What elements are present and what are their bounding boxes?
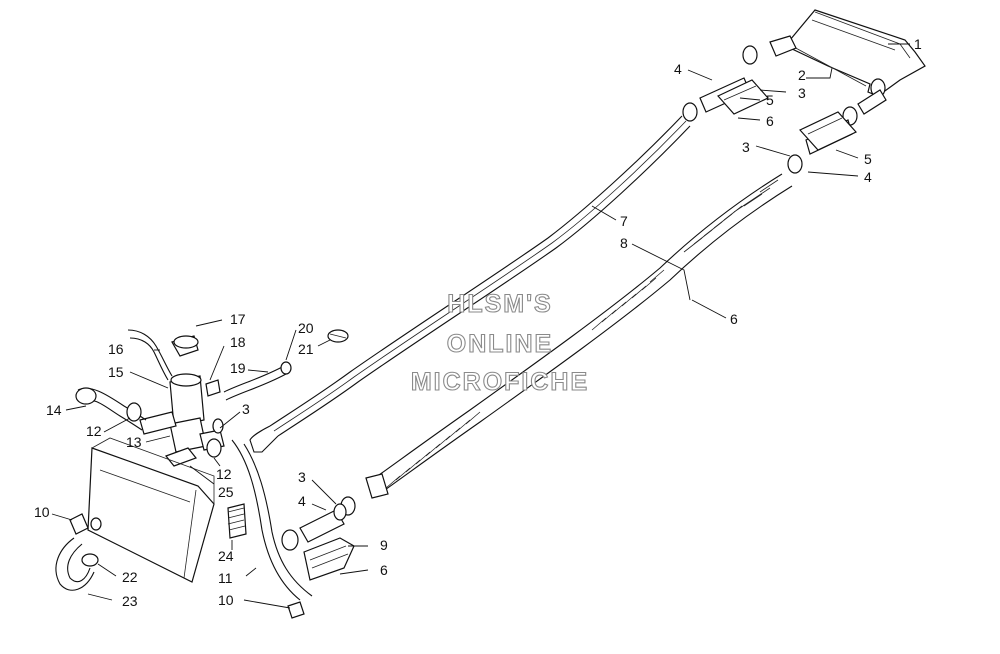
callout-3: 3	[798, 85, 806, 101]
callout-10: 10	[218, 592, 234, 608]
callout-20: 20	[298, 320, 314, 336]
callout-5: 5	[864, 151, 872, 167]
reservoir-assembly	[55, 329, 349, 619]
callout-18: 18	[230, 334, 246, 350]
callout-10: 10	[34, 504, 50, 520]
callout-2: 2	[798, 67, 806, 83]
hose-tube-part-7	[249, 115, 691, 453]
callout-6: 6	[730, 311, 738, 327]
bracket-part-9	[303, 537, 355, 581]
callout-17: 17	[230, 311, 246, 327]
hose-tube-part-8	[340, 173, 793, 516]
callout-23: 23	[122, 593, 138, 609]
callout-4: 4	[298, 493, 306, 509]
callout-labels: 1 2 3 4 5 6 3 5 4 7 8 6 17 20 16 18 21 1…	[34, 36, 922, 609]
heat-exchanger-part-1	[742, 9, 926, 115]
callout-4: 4	[674, 61, 682, 77]
watermark-line-3: MICROFICHE	[411, 368, 589, 396]
watermark-line-2: ONLINE	[447, 330, 553, 358]
callout-15: 15	[108, 364, 124, 380]
leader-lines	[51, 43, 910, 609]
callout-11: 11	[218, 570, 233, 586]
callout-6: 6	[766, 113, 774, 129]
callout-3: 3	[298, 469, 306, 485]
callout-9: 9	[380, 537, 388, 553]
callout-21: 21	[298, 341, 314, 357]
callout-24: 24	[218, 548, 234, 564]
callout-8: 8	[620, 235, 628, 251]
callout-25: 25	[218, 484, 234, 500]
callout-1: 1	[914, 36, 922, 52]
callout-19: 19	[230, 360, 246, 376]
coupler-lower	[281, 503, 347, 551]
callout-7: 7	[620, 213, 628, 229]
watermark-line-1: HLSM'S	[447, 290, 552, 318]
callout-14: 14	[46, 402, 62, 418]
callout-6: 6	[380, 562, 388, 578]
callout-16: 16	[108, 341, 124, 357]
callout-22: 22	[122, 569, 138, 585]
watermark: HLSM'S ONLINE MICROFICHE	[410, 289, 589, 396]
callout-3: 3	[742, 139, 750, 155]
callout-12: 12	[86, 423, 102, 439]
callout-4: 4	[864, 169, 872, 185]
callout-12: 12	[216, 466, 232, 482]
callout-13: 13	[126, 434, 142, 450]
callout-5: 5	[766, 92, 774, 108]
coupler-upper	[682, 77, 858, 174]
callout-3: 3	[242, 401, 250, 417]
